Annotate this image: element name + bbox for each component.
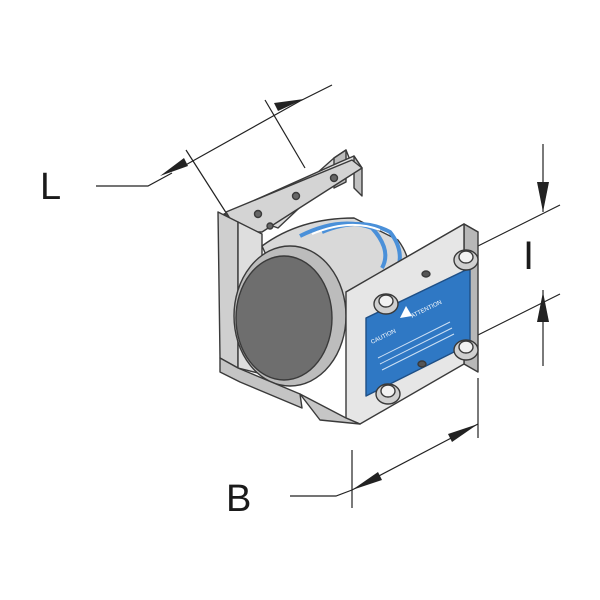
dimension-B-leader [290, 489, 353, 497]
top-bracket-hole-4 [266, 222, 274, 230]
dimension-L-line [181, 100, 301, 168]
dimension-label-length: L [40, 166, 62, 208]
top-bracket-hole-1 [253, 209, 263, 219]
dimension-B-arrow-right [448, 424, 478, 442]
left-side-plate [217, 211, 239, 369]
dimension-L-extension-right [264, 99, 306, 169]
dimension-I-arrow-bottom [537, 292, 549, 322]
left-bracket-base [219, 357, 303, 409]
magnet-face-disc [235, 255, 333, 381]
dimension-I [477, 144, 561, 366]
right-plate-bottom [299, 393, 361, 425]
dimension-label-spacing: I [523, 234, 535, 278]
dimension-L-extension-left [185, 149, 233, 223]
coupling-device: CAUTION ATTENTION [217, 149, 479, 425]
warning-plate-text-line-2 [379, 327, 453, 365]
bolt-bottom-right [453, 339, 479, 361]
warning-plate-text-line-1 [377, 321, 451, 359]
magnet-face [233, 245, 347, 387]
dimension-I-extension-bottom [477, 293, 561, 336]
dimension-label-width: B [226, 478, 252, 520]
bolt-bottom-left [375, 383, 401, 405]
warning-triangle-icon [400, 306, 412, 318]
top-bracket-hole-2 [291, 191, 301, 201]
dimension-L-leader [96, 172, 173, 187]
dimension-B [290, 378, 479, 508]
bolt-top-right [453, 249, 479, 271]
warning-plate-text-line-3 [381, 333, 455, 371]
dimension-I-arrow-top [537, 182, 549, 212]
cylinder-band-3 [311, 223, 381, 235]
dimension-L-arrow-left [160, 158, 188, 176]
dimension-L-extension-far [299, 84, 333, 102]
dimension-L-arrow-right [274, 99, 304, 111]
top-bracket [223, 149, 363, 233]
right-plate-hole-top [421, 270, 431, 278]
dimension-B-arrow-left [352, 472, 382, 490]
right-plate-hole-bottom [417, 360, 427, 368]
right-mounting-plate: CAUTION ATTENTION [299, 223, 479, 425]
bolt-top-left [373, 293, 399, 315]
dimension-L [96, 84, 333, 223]
dimension-I-extension-top [477, 204, 561, 247]
top-bracket-hole-3 [329, 173, 339, 183]
